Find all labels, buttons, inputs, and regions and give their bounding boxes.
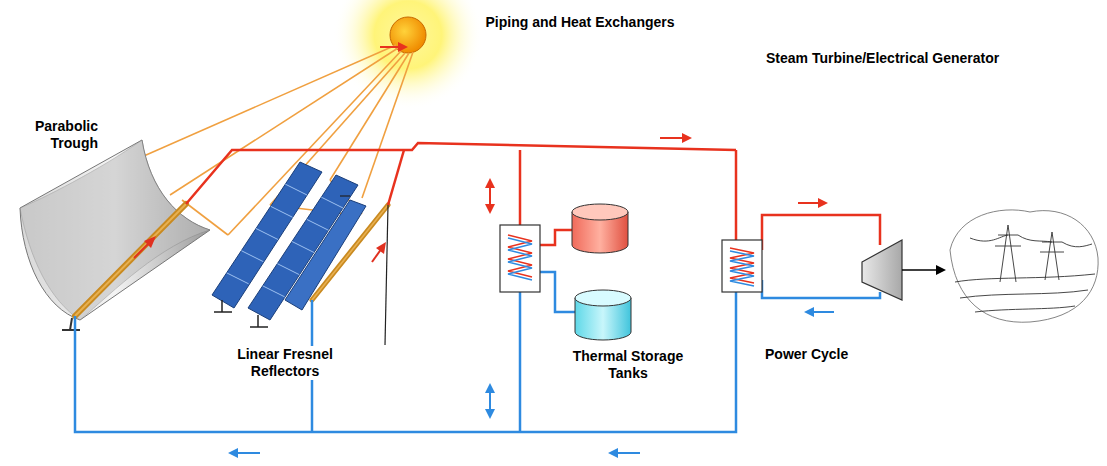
heat-exchanger bbox=[500, 225, 762, 292]
storage-tank bbox=[572, 204, 631, 340]
mirror-divider bbox=[277, 264, 299, 275]
part-label: Parabolic Trough bbox=[8, 118, 98, 152]
mirror-divider bbox=[321, 197, 343, 208]
cold-piping bbox=[75, 272, 880, 432]
mirror-divider bbox=[256, 229, 278, 240]
part-label: Linear Fresnel Reflectors bbox=[222, 346, 348, 380]
mirror-divider bbox=[271, 206, 293, 217]
mirror-divider bbox=[263, 286, 285, 297]
mirror-divider bbox=[241, 251, 263, 262]
part-label: Thermal Storage Tanks bbox=[568, 348, 688, 382]
part-label: Steam Turbine/Electrical Generator bbox=[766, 50, 1102, 67]
mirror-divider bbox=[292, 242, 314, 253]
mirror-divider bbox=[285, 184, 307, 195]
parabolic-trough bbox=[20, 140, 210, 330]
power-grid-sketch bbox=[950, 210, 1098, 322]
steam-turbine bbox=[862, 240, 946, 300]
part-label: Power Cycle bbox=[765, 346, 875, 363]
part-label: Piping and Heat Exchangers bbox=[440, 14, 720, 31]
fresnel-reflectors bbox=[212, 162, 388, 345]
flow-arrow bbox=[228, 42, 834, 458]
mirror-divider bbox=[307, 219, 329, 230]
mirror-divider bbox=[227, 273, 249, 284]
